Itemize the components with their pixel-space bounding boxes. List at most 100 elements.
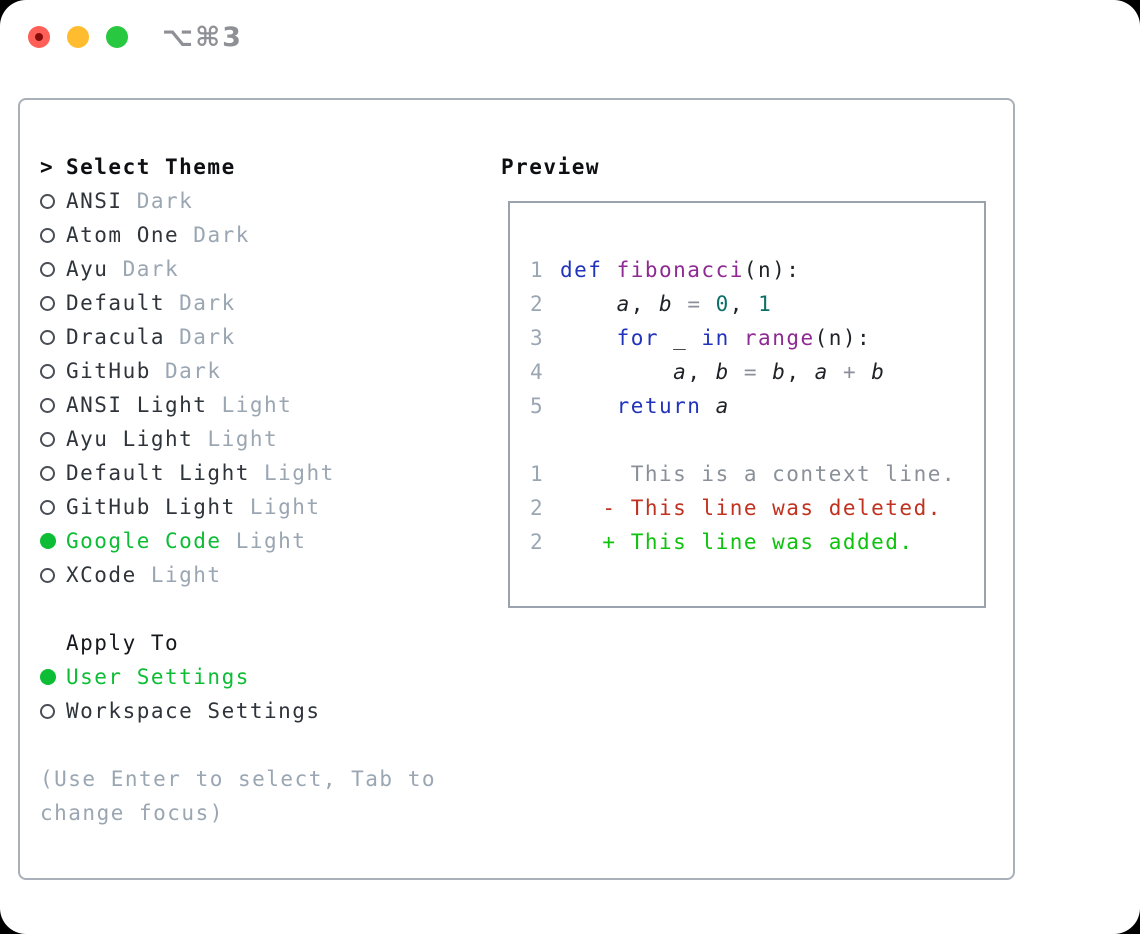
radio-column [40,567,66,583]
radio-column [40,193,66,209]
radio-icon [40,193,55,209]
code-token-pl [701,394,715,418]
theme-variant: Light [193,427,279,451]
radio-column [40,669,66,685]
apply-option-label: User Settings [66,665,250,689]
radio-column [40,397,66,413]
line-number: 2 [530,496,545,520]
code-token-kw: for [616,326,660,350]
line-number: 5 [530,394,545,418]
code-token-var: b [871,360,886,384]
theme-variant: Light [249,461,335,485]
radio-icon [40,567,55,583]
radio-selected-icon [40,669,56,685]
code-line: 3 for _ in range(n): [530,321,984,355]
radio-column [40,703,66,719]
code-token-fn: range [743,326,815,350]
code-token-ctx: This is a context line. [560,462,957,486]
theme-name: GitHub Light [66,495,236,519]
code-line: 5 return a [530,389,984,423]
radio-icon [40,465,55,481]
theme-option-ansi[interactable]: ANSI Dark [40,184,480,218]
line-number: 1 [530,462,545,486]
theme-name: ANSI [66,189,123,213]
code-token-pl [560,326,617,350]
theme-option-xcode[interactable]: XCode Light [40,558,480,592]
theme-option-ayu[interactable]: Ayu Dark [40,252,480,286]
apply-to-header: Apply To [40,626,480,660]
code-token-pl [730,326,744,350]
theme-name: Google Code [66,529,222,553]
theme-name: Ayu [66,257,109,281]
radio-icon [40,499,55,515]
close-dot-icon [35,33,43,41]
theme-variant: Dark [165,291,236,315]
theme-option-google-code[interactable]: Google Code Light [40,524,480,558]
radio-column [40,533,66,549]
radio-column [40,261,66,277]
radio-column [40,363,66,379]
radio-column [40,465,66,481]
maximize-button[interactable] [106,26,128,48]
radio-column [40,295,66,311]
code-token-pl [560,394,617,418]
code-token-var: b [715,360,730,384]
theme-name: ANSI Light [66,393,208,417]
theme-option-atom-one[interactable]: Atom One Dark [40,218,480,252]
code-token-var: a [715,394,730,418]
theme-variant: Light [207,393,293,417]
close-button[interactable] [28,26,50,48]
code-token-pl: _ [659,326,702,350]
select-theme-header: > Select Theme [40,150,480,184]
theme-variant: Dark [122,189,194,213]
code-token-pl: (n): [814,326,872,350]
theme-option-github[interactable]: GitHub Dark [40,354,480,388]
hint-text: (Use Enter to select, Tab to change focu… [40,767,437,825]
line-number: 3 [530,326,545,350]
code-line: 1 This is a context line. [530,457,984,491]
minimize-button[interactable] [67,26,89,48]
code-token-kw: def [560,258,617,282]
code-token-op: = [673,292,716,316]
apply-to-title: Apply To [66,631,180,655]
apply-option-user-settings[interactable]: User Settings [40,660,480,694]
code-token-kw: in [701,326,730,350]
apply-option-label: Workspace Settings [66,699,321,723]
theme-name: Atom One [66,223,180,247]
line-number: 2 [530,530,545,554]
code-line: 2 + This line was added. [530,525,984,559]
code-token-pl: , [687,360,716,384]
theme-option-ansi-light[interactable]: ANSI Light Light [40,388,480,422]
theme-variant: Light [221,529,307,553]
theme-option-default-light[interactable]: Default Light Light [40,456,480,490]
code-token-del: - This line was deleted. [560,496,942,520]
code-line: 4 a, b = b, a + b [530,355,984,389]
radio-column [40,499,66,515]
theme-variant: Dark [179,223,250,247]
theme-variant: Dark [108,257,180,281]
blank-line [530,423,984,457]
radio-icon [40,227,55,243]
theme-option-github-light[interactable]: GitHub Light Light [40,490,480,524]
theme-option-dracula[interactable]: Dracula Dark [40,320,480,354]
code-token-pl: , [729,292,759,316]
theme-variant: Light [235,495,321,519]
code-line: 2 - This line was deleted. [530,491,984,525]
theme-name: Dracula [66,325,166,349]
code-token-num: 0 [715,292,730,316]
code-token-var: b [772,360,787,384]
radio-icon [40,261,55,277]
apply-option-workspace-settings[interactable]: Workspace Settings [40,694,480,728]
code-token-op: = [729,360,773,384]
window-title: ⌥⌘3 [162,22,243,53]
theme-option-default[interactable]: Default Dark [40,286,480,320]
theme-option-ayu-light[interactable]: Ayu Light Light [40,422,480,456]
theme-name: GitHub [66,359,151,383]
radio-icon [40,397,55,413]
radio-column [40,431,66,447]
